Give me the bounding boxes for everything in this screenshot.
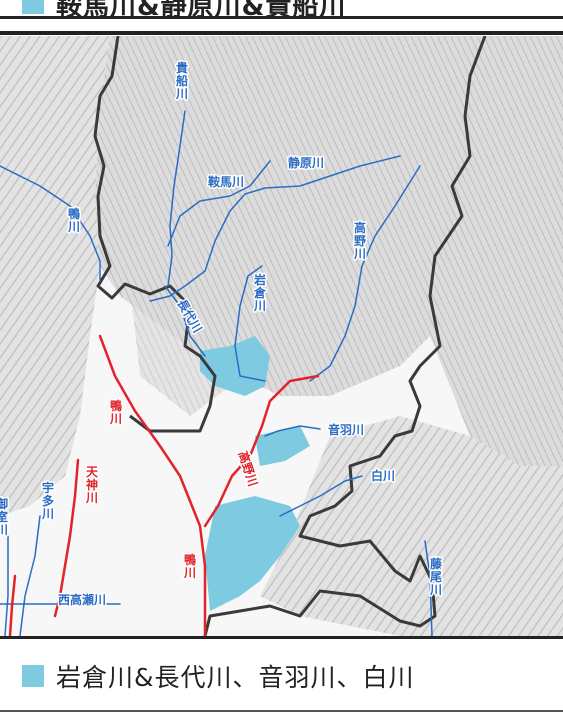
label-takano: 高野川	[353, 220, 366, 261]
kibune-river-line	[167, 110, 186, 287]
kurama-river-line	[167, 160, 271, 247]
label-iwakura: 岩倉川	[253, 272, 267, 313]
kamo-upper-line	[0, 165, 101, 282]
top-caption-text: 鞍馬川&静原川&貴船川	[56, 0, 347, 18]
label-shirakawa: 白川	[371, 468, 395, 483]
kamo-delta	[255, 426, 310, 466]
label-shizuhara: 静原川	[288, 155, 324, 170]
ward-boundary	[93, 36, 217, 433]
shirakawa-river-line	[279, 475, 363, 517]
label-fujio: 藤尾川	[429, 556, 443, 597]
terrain-west	[0, 36, 110, 516]
label-kamo-mid: 鴨川	[109, 398, 122, 426]
ward-boundary-east	[203, 36, 487, 636]
label-left-edge: 御室川	[0, 496, 8, 537]
terrain-east	[260, 416, 563, 636]
top-caption-swatch	[22, 0, 44, 14]
label-kibune: 貴船川	[175, 60, 188, 101]
shirakawa-pond	[205, 496, 300, 611]
nagashiro-river-line	[164, 285, 206, 357]
label-kamo-upper: 鴨川	[67, 206, 80, 234]
shizuhara-river-line	[149, 155, 401, 302]
kamo-main-line	[98, 334, 207, 636]
iwakura-river-line	[234, 265, 266, 382]
top-divider	[0, 16, 563, 19]
map: 貴船川 静原川 鞍馬川 鴨川 高野川 岩倉川 長代川 音羽川 白川 宇多川 西高…	[0, 36, 563, 636]
uda-river-line	[19, 515, 41, 636]
omuro-river-line	[4, 535, 9, 636]
map-top-border	[0, 31, 563, 35]
legend-label: 岩倉川&長代川、音羽川、白川	[56, 663, 415, 692]
label-tenjin: 天神川	[85, 465, 99, 505]
red-rivers	[8, 334, 320, 636]
label-uda: 宇多川	[41, 480, 54, 521]
map-svg: 貴船川 静原川 鞍馬川 鴨川 高野川 岩倉川 長代川 音羽川 白川 宇多川 西高…	[0, 36, 563, 636]
legend-swatch	[22, 665, 44, 687]
label-nishitakase: 西高瀬川	[58, 592, 106, 607]
otowa-river-line	[264, 425, 321, 437]
takano-main-line	[203, 374, 320, 528]
small-red-line	[8, 574, 17, 636]
legend: 岩倉川&長代川、音羽川、白川	[0, 640, 563, 710]
bottom-divider	[0, 710, 563, 712]
label-kurama: 鞍馬川	[208, 174, 244, 189]
fujio-river-line	[424, 540, 433, 636]
map-bottom-border	[0, 636, 563, 639]
takano-river-line	[309, 165, 421, 382]
iwakura-pond	[200, 336, 270, 396]
top-caption: 鞍馬川&静原川&貴船川	[0, 0, 563, 18]
label-otowa: 音羽川	[328, 422, 364, 437]
blue-rivers	[0, 110, 433, 636]
tenjin-river-line	[53, 458, 80, 618]
label-kamo-lower: 鴨川	[183, 552, 196, 580]
